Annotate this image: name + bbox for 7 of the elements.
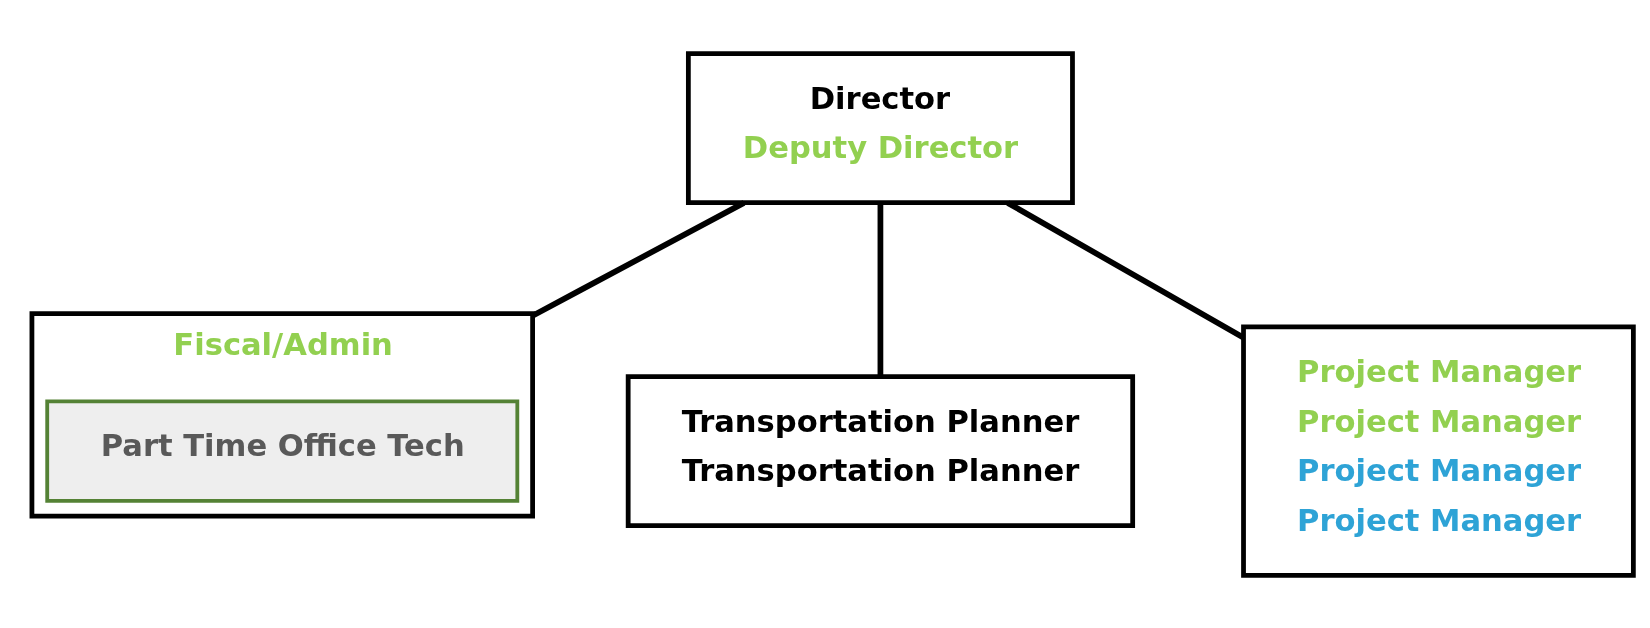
- node-box: Transportation Planner Transportation Planner: [625, 373, 1136, 528]
- node-box: Part Time Office Tech: [45, 399, 520, 503]
- connector: [1006, 199, 1245, 340]
- node-box: Project Manager Project Manager Project Manager Project Manager: [1241, 324, 1636, 578]
- connector: [877, 202, 884, 376]
- connector: [531, 199, 746, 318]
- node-box: Director Deputy Director: [685, 50, 1075, 205]
